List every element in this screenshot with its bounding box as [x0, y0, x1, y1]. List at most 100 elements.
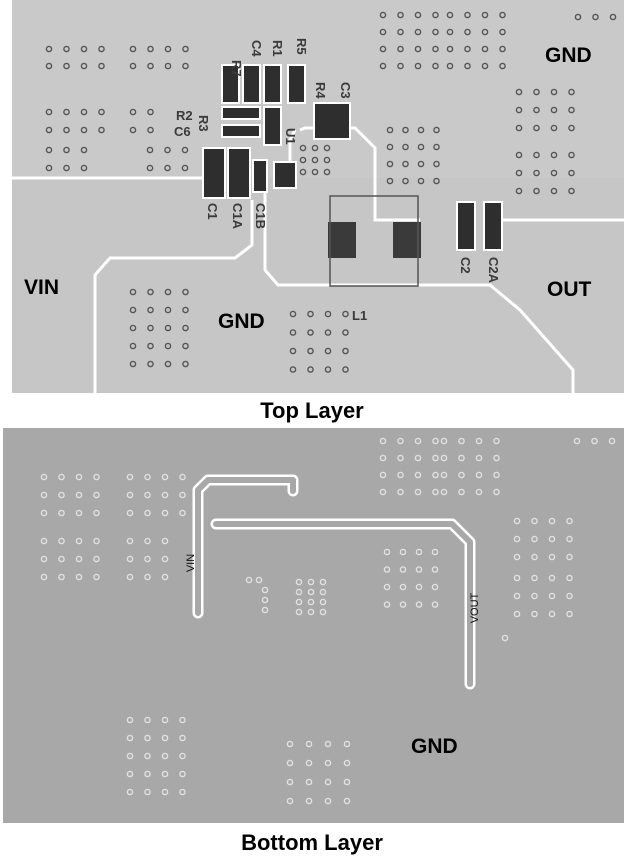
- via: [144, 473, 151, 481]
- via: [379, 488, 387, 496]
- via: [550, 187, 558, 195]
- via: [147, 62, 154, 70]
- via: [397, 62, 404, 70]
- via: [179, 788, 186, 796]
- via: [550, 169, 558, 177]
- pad-c3: [313, 102, 351, 140]
- via: [164, 62, 172, 70]
- silk-c1b: C1B: [253, 203, 268, 229]
- via: [40, 509, 48, 517]
- via: [432, 488, 439, 496]
- via: [397, 437, 404, 445]
- via: [286, 759, 294, 767]
- via: [324, 347, 332, 355]
- via: [566, 517, 573, 525]
- via: [383, 548, 391, 556]
- via: [431, 601, 439, 608]
- via: [446, 28, 454, 36]
- via: [161, 716, 169, 724]
- via: [464, 28, 471, 36]
- via: [182, 288, 189, 296]
- via: [305, 740, 313, 748]
- via: [93, 555, 100, 563]
- via: [548, 535, 556, 543]
- via: [58, 509, 65, 517]
- via: [58, 537, 65, 545]
- via: [475, 454, 483, 462]
- via: [433, 177, 440, 185]
- via: [289, 310, 297, 318]
- via: [548, 553, 556, 561]
- via: [515, 169, 523, 177]
- via: [261, 606, 269, 614]
- via: [75, 555, 83, 563]
- via: [129, 108, 137, 116]
- via: [98, 126, 105, 134]
- via: [58, 473, 65, 481]
- via: [126, 509, 134, 517]
- via: [432, 28, 439, 36]
- via: [299, 156, 307, 164]
- via: [45, 126, 53, 134]
- via: [609, 13, 617, 21]
- via: [126, 573, 134, 581]
- via: [146, 164, 154, 172]
- via: [566, 553, 573, 561]
- via: [307, 608, 315, 616]
- via: [182, 306, 189, 314]
- via: [481, 62, 489, 70]
- via: [386, 126, 394, 134]
- via: [458, 488, 465, 496]
- via: [566, 574, 573, 582]
- via: [179, 509, 186, 517]
- via: [548, 574, 556, 582]
- via: [440, 437, 448, 445]
- via: [431, 566, 439, 573]
- via: [568, 124, 575, 132]
- via: [432, 454, 439, 462]
- via: [399, 601, 407, 608]
- via: [161, 770, 169, 778]
- pad-c1b: [252, 159, 268, 193]
- via: [493, 437, 500, 445]
- via: [343, 759, 351, 767]
- via: [402, 160, 409, 168]
- via: [481, 45, 489, 53]
- via: [342, 347, 349, 355]
- via: [440, 488, 448, 496]
- via: [513, 592, 521, 600]
- net-label-gnd-bottom: GND: [411, 735, 458, 758]
- net-label-out: OUT: [547, 278, 592, 301]
- via: [98, 62, 105, 70]
- via: [40, 491, 48, 499]
- via: [147, 126, 154, 134]
- via: [179, 716, 186, 724]
- via: [144, 491, 151, 499]
- via: [161, 788, 169, 796]
- via: [80, 164, 88, 172]
- pad-c2: [456, 201, 476, 251]
- via: [591, 437, 598, 445]
- via: [98, 45, 105, 53]
- via: [161, 734, 169, 742]
- via: [147, 288, 154, 296]
- net-label-gnd-mid: GND: [218, 310, 265, 333]
- via: [164, 164, 171, 172]
- via: [45, 164, 53, 172]
- via: [386, 177, 394, 185]
- via: [319, 598, 327, 606]
- top-layer-view: GND VIN GND OUT R7 C4 R1 R5 R4 C3 R2 C6 …: [12, 0, 624, 393]
- via: [161, 573, 169, 581]
- via: [126, 716, 134, 724]
- via: [533, 124, 540, 132]
- via: [147, 306, 154, 314]
- top-component-pads: [202, 64, 503, 287]
- via: [464, 62, 471, 70]
- via: [98, 108, 105, 116]
- via: [481, 11, 489, 19]
- pad-r5: [287, 64, 306, 104]
- bottom-copper: [3, 428, 624, 823]
- via: [493, 471, 500, 479]
- via: [245, 576, 253, 584]
- via: [45, 146, 53, 154]
